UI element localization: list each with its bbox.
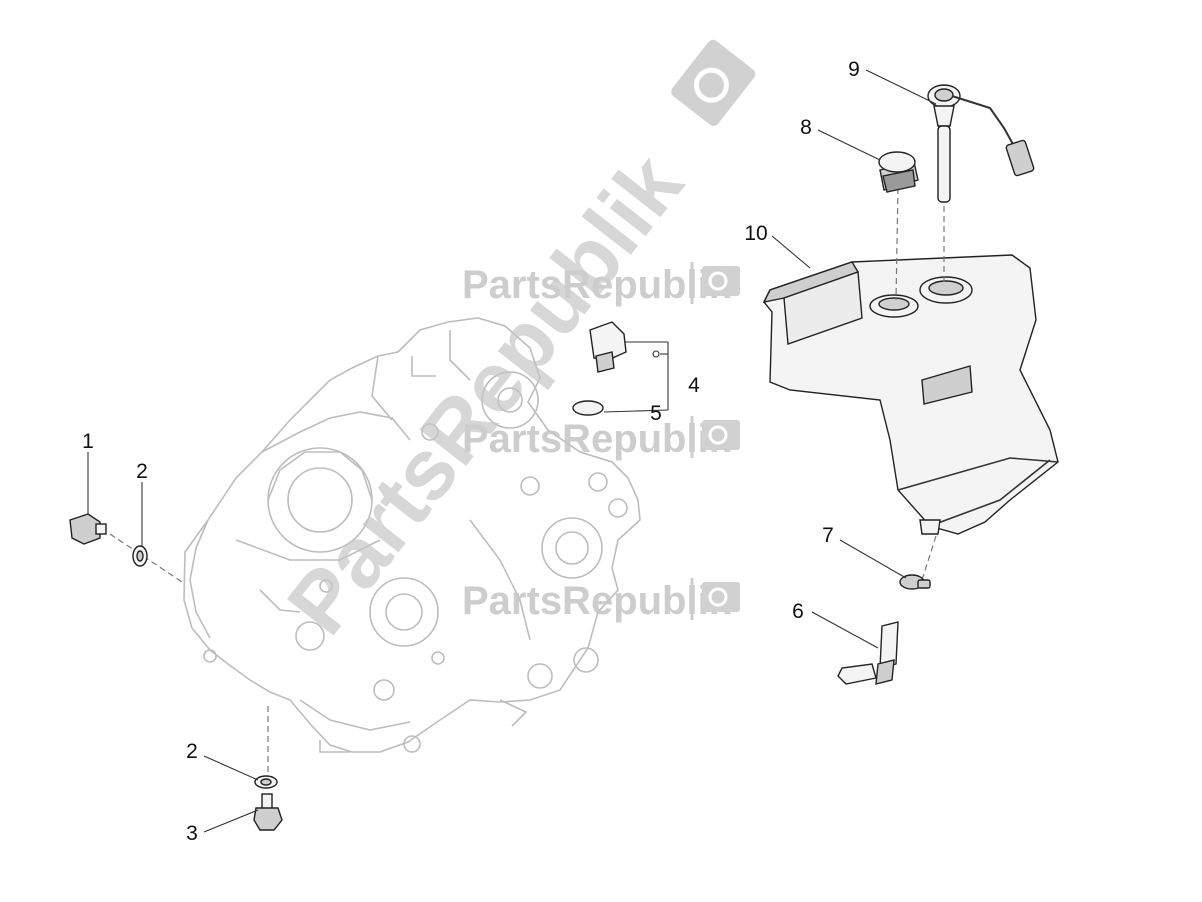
callout-8: 8 [800, 116, 812, 139]
callout-6: 6 [792, 600, 804, 623]
callout-9: 9 [848, 58, 860, 81]
gear-flag-icon [702, 582, 740, 612]
callouts: 1 2 2 3 4 5 6 7 8 9 10 [82, 58, 860, 845]
watermark-diagonal: PartsRepublik [269, 39, 756, 652]
gear-flag-icon [671, 39, 756, 126]
gear-flag-icon [702, 266, 740, 296]
callout-1: 1 [82, 430, 94, 453]
watermark-group: PartsRepublik PartsRepublik PartsRepubli… [269, 39, 756, 652]
gear-flag-icon [702, 420, 740, 450]
svg-text:PartsRepublik: PartsRepublik [462, 417, 732, 461]
callout-7: 7 [822, 524, 834, 547]
callout-5: 5 [650, 402, 662, 425]
sealing-washer-upper [132, 545, 148, 567]
outlet-fitting [837, 621, 899, 685]
svg-text:PartsRepublik: PartsRepublik [462, 263, 732, 307]
sealing-washer-lower [254, 775, 278, 789]
dipstick-plug [572, 321, 669, 416]
drain-bolt [69, 513, 107, 545]
watermark: PartsRepublik [462, 578, 740, 623]
tank-cap [878, 151, 919, 193]
callout-4: 4 [688, 374, 700, 397]
callout-3: 3 [186, 822, 198, 845]
oil-level-sensor [927, 84, 1035, 203]
drain-plug-lower [253, 793, 283, 831]
watermark: PartsRepublik [462, 416, 740, 461]
callout-10: 10 [744, 222, 767, 245]
oil-tank [762, 254, 1059, 535]
svg-text:PartsRepublik: PartsRepublik [462, 579, 732, 623]
engine-crankcase [183, 317, 641, 753]
watermark: PartsRepublik [462, 262, 740, 307]
callout-2: 2 [186, 740, 198, 763]
callout-2: 2 [136, 460, 148, 483]
hose-clamp [899, 574, 931, 590]
svg-text:PartsRepublik: PartsRepublik [269, 137, 701, 652]
leader-lines [87, 69, 937, 833]
